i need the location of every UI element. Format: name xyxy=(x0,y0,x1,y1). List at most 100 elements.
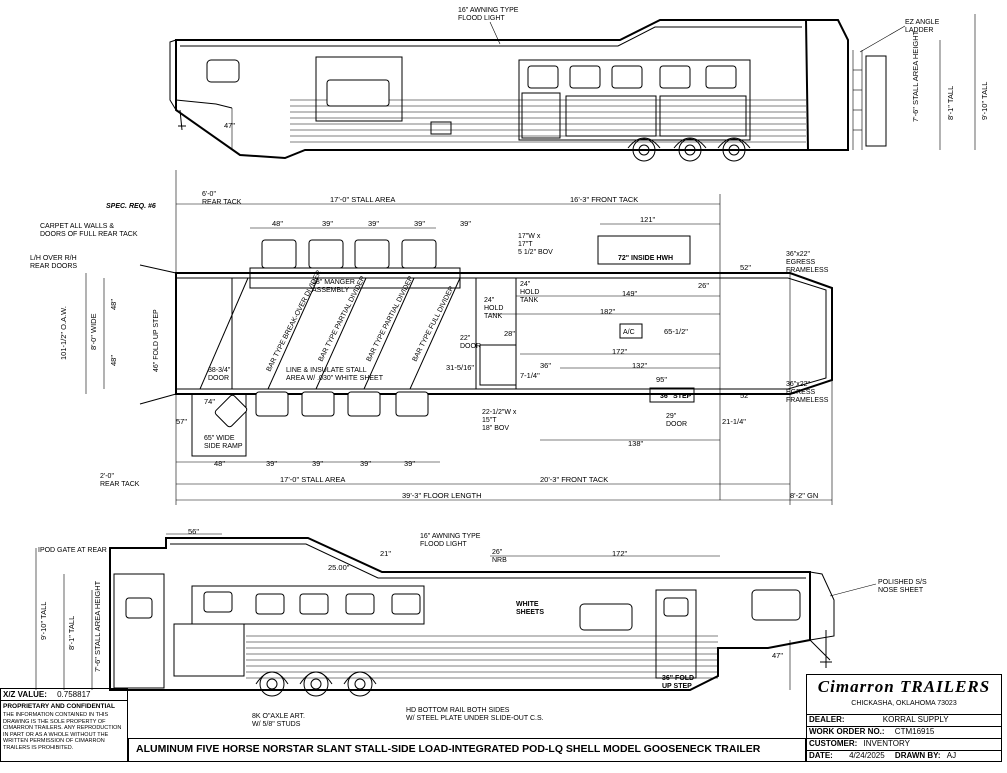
dim-56: 56" xyxy=(188,527,199,536)
dim-oaw: 101-1/2" O.A.W. xyxy=(59,306,68,360)
label-hwh: 72" INSIDE HWH xyxy=(618,255,673,262)
dim-52b: 52" xyxy=(740,391,751,400)
customer-label: CUSTOMER: xyxy=(809,739,858,748)
drawn-label: DRAWN BY: xyxy=(894,751,941,760)
dim-182: 182" xyxy=(600,307,616,316)
label-spec-req: SPEC. REQ. #6 xyxy=(106,203,156,210)
work-order-label: WORK ORDER NO.: xyxy=(809,727,885,736)
dim-tall-4: 8'-1" TALL xyxy=(67,616,76,650)
dim-39d: 39" xyxy=(460,219,471,228)
dim-28: 28" xyxy=(504,329,515,338)
label-stall-area-top: 17'-0" STALL AREA xyxy=(330,195,395,204)
label-nrb: 26"NRB xyxy=(492,549,507,564)
dim-39h: 39" xyxy=(404,459,415,468)
dim-52a: 52" xyxy=(740,263,751,272)
label-rear-tack-bot: 2'-0"REAR TACK xyxy=(100,473,140,488)
label-fold-step: 46" FOLD UP STEP xyxy=(153,309,160,372)
top-elevation: 47" 7'-6" STALL AREA HEIGHT 8'-1" TALL 9… xyxy=(169,14,989,162)
label-door-22: 22"DOOR xyxy=(460,335,481,350)
dim-39g: 39" xyxy=(360,459,371,468)
top-wheels xyxy=(627,137,751,162)
dim-25: 25.00" xyxy=(328,563,350,572)
dealer-value: KORRAL SUPPLY xyxy=(882,715,949,724)
side-labels: 56" IPOD GATE AT REAR 21" 16" AWNING TYP… xyxy=(38,527,927,728)
customer-value: INVENTORY xyxy=(863,739,910,748)
prop-heading: PROPRIETARY AND CONFIDENTIAL xyxy=(3,703,115,710)
dim-wide: 8'-0" WIDE xyxy=(89,313,98,350)
label-stall-area-bot: 17'-0" STALL AREA xyxy=(280,475,345,484)
label-carpet: CARPET ALL WALLS &DOORS OF FULL REAR TAC… xyxy=(40,223,138,238)
dim-172b: 172" xyxy=(612,549,628,558)
prop-text: THE INFORMATION CONTAINED IN THIS DRAWIN… xyxy=(3,712,122,751)
dim-26: 26" xyxy=(698,281,709,290)
dim-132: 132" xyxy=(632,361,648,370)
xz-value: 0.758817 xyxy=(57,690,91,699)
dim-39c: 39" xyxy=(414,219,425,228)
dim-39a: 39" xyxy=(322,219,333,228)
dim-65: 65-1/2" xyxy=(664,327,688,336)
dim-21: 21-1/4" xyxy=(722,417,746,426)
dim-172: 172" xyxy=(612,347,628,356)
dim-7: 7-1/4" xyxy=(520,371,540,380)
xz-label: X/Z VALUE: xyxy=(3,690,47,699)
dim-tall-8: 8'-1" TALL xyxy=(946,86,955,120)
drawn-value: AJ xyxy=(946,751,957,760)
label-bar-full: BAR TYPE FULL DIVIDER xyxy=(412,285,456,363)
dim-stall-h2: 7'-6" STALL AREA HEIGHT xyxy=(93,580,102,672)
dim-39e: 39" xyxy=(266,459,277,468)
dim-36: 36" xyxy=(540,361,551,370)
label-front-tack-top: 16'-3" FRONT TACK xyxy=(570,195,638,204)
dim-39f: 39" xyxy=(312,459,323,468)
title-frame xyxy=(128,738,806,762)
drawing-title: ALUMINUM FIVE HORSE NORSTAR SLANT STALL-… xyxy=(136,743,761,755)
dim-47: 47" xyxy=(224,121,235,130)
label-rear-tack-top: 6'-0"REAR TACK xyxy=(202,191,242,206)
dim-tall-9: 9'-10" TALL xyxy=(980,82,989,120)
label-bar-breakover: BAR TYPE BREAK-OVER DIVIDER xyxy=(266,269,323,373)
dim-47b: 47" xyxy=(772,651,783,660)
dim-48b: 48" xyxy=(109,299,118,310)
date-label: DATE: xyxy=(809,751,833,760)
dim-stall-height: 7'-6" STALL AREA HEIGHT xyxy=(911,30,920,122)
label-axle: 8K O"AXLE ART.W/ 5/8" STUDS xyxy=(252,713,305,728)
label-ac: A/C xyxy=(623,329,635,336)
logo-block: Cimarron TRAILERS CHICKASHA, OKLAHOMA 73… xyxy=(806,674,1002,714)
dim-95: 95" xyxy=(656,375,667,384)
dim-21b: 21" xyxy=(380,549,391,558)
dim-48d: 48" xyxy=(214,459,225,468)
dim-48a: 48" xyxy=(272,219,283,228)
work-order-value: CTM16915 xyxy=(894,727,935,736)
dim-48c: 48" xyxy=(109,355,118,366)
label-front-tack-bot: 20'-3" FRONT TACK xyxy=(540,475,608,484)
dealer-label: DEALER: xyxy=(809,715,845,724)
dim-149: 149" xyxy=(622,289,638,298)
bottom-wheels xyxy=(255,671,377,697)
label-gn: 8'-2" GN xyxy=(790,491,818,500)
address: CHICKASHA, OKLAHOMA 73023 xyxy=(851,700,957,707)
xz-block: X/Z VALUE: 0.758817 PROPRIETARY AND CONF… xyxy=(0,688,128,762)
cimarron-logo: Cimarron TRAILERS xyxy=(817,677,991,696)
label-floor-length: 39'-3" FLOOR LENGTH xyxy=(402,491,482,500)
label-ipod-gate: IPOD GATE AT REAR xyxy=(38,547,107,554)
date-value: 4/24/2025 xyxy=(849,751,885,760)
dim-31: 31-5/16" xyxy=(446,363,474,372)
